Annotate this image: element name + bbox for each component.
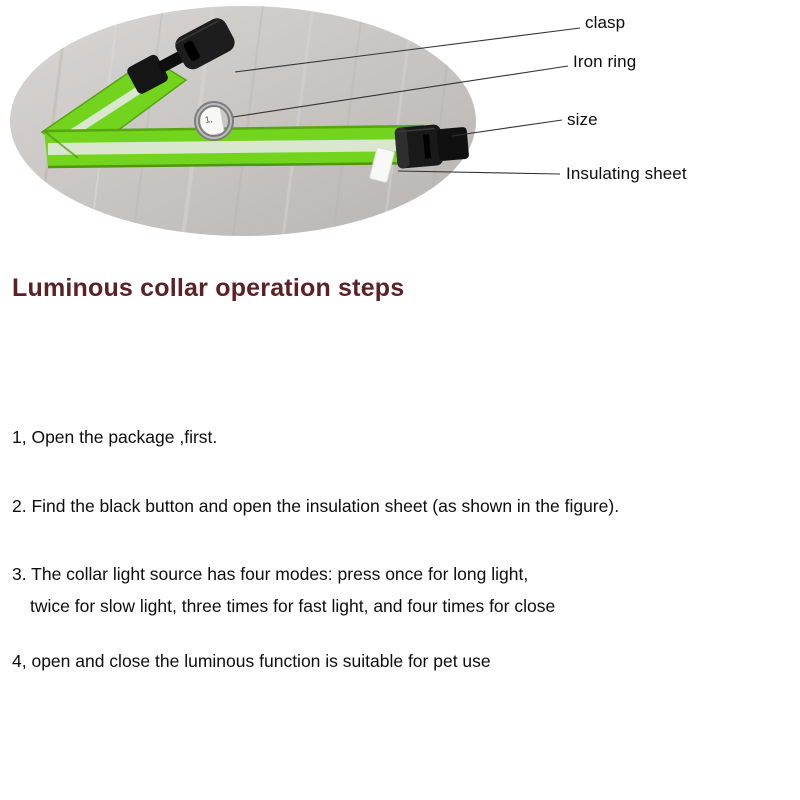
page-title: Luminous collar operation steps — [12, 274, 405, 302]
step-3-line-2: twice for slow light, three times for fa… — [30, 596, 556, 616]
step-1: 1, Open the package ,first. — [12, 427, 218, 447]
leader-lines — [232, 27, 581, 175]
leader-line-size — [451, 119, 563, 137]
insulating-sheet-tab — [369, 147, 395, 183]
label-clasp: clasp — [585, 13, 626, 32]
clasp-buckle — [127, 18, 235, 94]
label-iron-ring: Iron ring — [573, 52, 637, 71]
step-4: 4, open and close the luminous function … — [12, 651, 491, 671]
step-3-line-1: 3. The collar light source has four mode… — [12, 564, 529, 584]
step-2: 2. Find the black button and open the in… — [12, 496, 620, 516]
label-insulating-sheet: Insulating sheet — [566, 164, 687, 183]
size-tag-text: 1, — [204, 114, 213, 125]
size-buckle — [394, 124, 469, 169]
iron-ring — [194, 101, 234, 141]
leader-line-iron-ring — [232, 65, 569, 118]
leader-line-clasp — [234, 27, 581, 73]
collar-illustration: 1, — [10, 6, 581, 236]
label-size: size — [567, 110, 598, 129]
collar-diagram: 1, — [0, 0, 800, 250]
leader-line-insulating-sheet — [397, 170, 561, 175]
